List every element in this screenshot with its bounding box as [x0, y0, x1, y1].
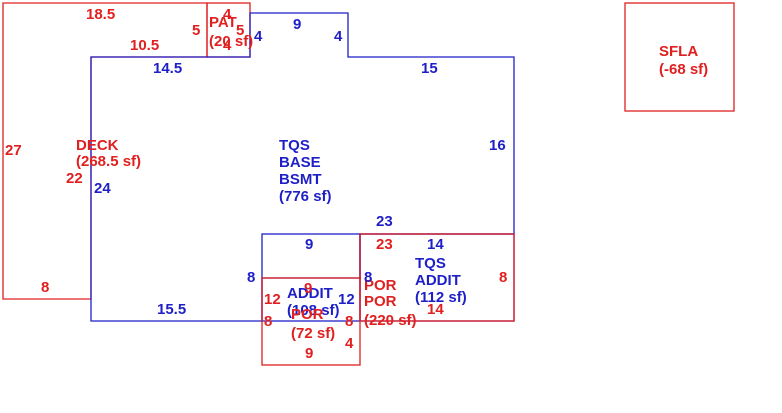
dim-label: 9 [293, 16, 301, 33]
dim-label: 16 [489, 137, 506, 154]
base-line2: BASE [279, 154, 321, 171]
dim-label: 4 [345, 335, 354, 352]
dim-label: 18.5 [86, 6, 115, 23]
dim-label: 4 [223, 6, 232, 23]
deck-size: (268.5 sf) [76, 153, 141, 170]
dimension-labels: 18.5 4 5 5 4 4 9 4 10.5 14.5 15 27 22 24… [5, 6, 507, 362]
dim-label: 4 [254, 28, 263, 45]
dim-label: 27 [5, 142, 22, 159]
addit-left-size: (108 sf) [287, 302, 340, 319]
sfla-name: SFLA [659, 43, 698, 60]
base-line3: BSMT [279, 171, 322, 188]
dim-label: 9 [305, 236, 313, 253]
base-line1: TQS [279, 137, 310, 154]
dim-label: 15.5 [157, 301, 186, 318]
pat-name: PAT [209, 14, 237, 31]
addit-right-line2: ADDIT [415, 272, 461, 289]
dim-label: 24 [94, 180, 111, 197]
addit-left-name: ADDIT [287, 285, 333, 302]
por-right-size: (220 sf) [364, 312, 417, 329]
sfla-size: (-68 sf) [659, 61, 708, 78]
dim-label: 9 [304, 280, 312, 297]
addit-right-line1: TQS [415, 255, 446, 272]
dim-label: 8 [264, 313, 272, 330]
dim-label: 14 [427, 236, 444, 253]
dim-label: 4 [223, 37, 232, 54]
area-labels: DECK (268.5 sf) PAT (20 sf) TQS BASE BSM… [76, 14, 708, 342]
deck-name: DECK [76, 137, 119, 154]
dim-label: 4 [334, 28, 343, 45]
por-right-line2: POR [364, 293, 397, 310]
dim-label: 22 [66, 170, 83, 187]
dim-label: 9 [305, 345, 313, 362]
por-left-size: (72 sf) [291, 325, 335, 342]
dim-label: 12 [338, 291, 355, 308]
dim-label: 8 [499, 269, 507, 286]
addit-right-size: (112 sf) [415, 289, 467, 306]
sfla-outline [624, 2, 735, 112]
dim-label: 8 [41, 279, 49, 296]
dim-label: 23 [376, 213, 393, 230]
dim-label: 8 [364, 269, 372, 286]
dim-label: 8 [247, 269, 255, 286]
dim-label: 5 [236, 22, 244, 39]
por-right-line1: POR [364, 277, 397, 294]
por-right-outline [359, 233, 515, 322]
dim-label: 23 [376, 236, 393, 253]
outlines [2, 2, 735, 366]
dim-label: 14 [427, 301, 444, 318]
dim-label: 10.5 [130, 37, 159, 54]
dim-label: 5 [192, 22, 200, 39]
dim-label: 8 [345, 313, 353, 330]
dim-label: 15 [421, 60, 438, 77]
por-left-name: POR [291, 306, 324, 323]
dim-label: 14.5 [153, 60, 182, 77]
dim-label: 12 [264, 291, 281, 308]
base-size: (776 sf) [279, 188, 332, 205]
pat-size: (20 sf) [209, 33, 253, 50]
